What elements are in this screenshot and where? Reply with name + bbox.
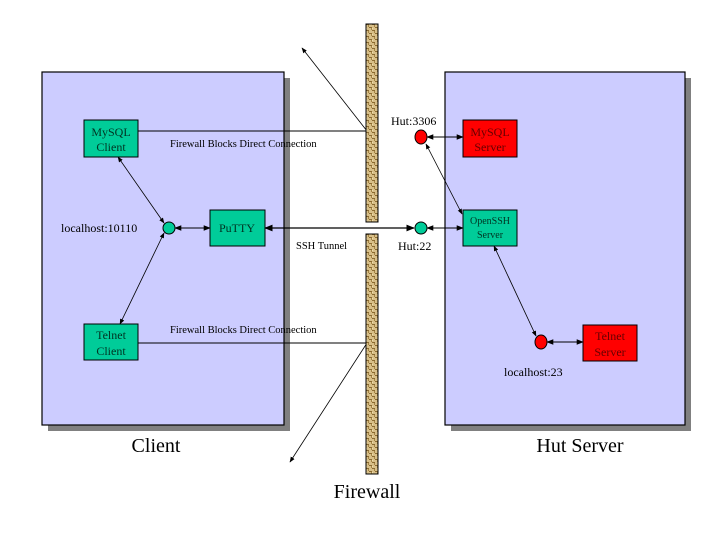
putty-box[interactable]: PuTTY	[209, 209, 266, 247]
firewall-bar-upper	[365, 23, 379, 223]
arrow-node-to-telnet-client	[119, 232, 165, 325]
openssh-server-label-line2: Server	[477, 230, 504, 241]
mysql-client-label-line2: Client	[96, 140, 126, 154]
client-title: Client	[132, 435, 181, 457]
hut-server-title: Hut Server	[536, 435, 624, 457]
mysql-server-label-line2: Server	[474, 140, 505, 154]
arrow-node-to-mysql-client	[117, 156, 165, 224]
localhost-23-node[interactable]	[534, 334, 548, 350]
deflected-arrow-bottom	[289, 342, 368, 463]
mysql-client-box[interactable]: MySQL Client	[83, 119, 139, 158]
blocked-connection-label-top: Firewall Blocks Direct Connection	[170, 139, 317, 150]
hut-22-label: Hut:22	[398, 239, 431, 253]
client-panel-body	[41, 71, 285, 426]
telnet-client-label-line2: Client	[96, 344, 126, 358]
mysql-server-label-line1: MySQL	[470, 125, 509, 139]
hut-22-node[interactable]	[414, 221, 428, 235]
telnet-server-box[interactable]: Telnet Server	[582, 324, 638, 362]
deflected-arrow-top	[301, 47, 368, 132]
openssh-server-box[interactable]: OpenSSH Server	[462, 209, 518, 247]
ssh-tunnel-label: SSH Tunnel	[296, 241, 347, 252]
mysql-server-box[interactable]: MySQL Server	[462, 119, 518, 158]
blocked-connection-label-bottom: Firewall Blocks Direct Connection	[170, 325, 317, 336]
arrow-openssh-to-3306	[425, 143, 463, 215]
firewall-bar-lower	[365, 233, 379, 475]
client-panel	[41, 71, 290, 431]
mysql-client-label-line1: MySQL	[91, 125, 130, 139]
localhost-23-label: localhost:23	[504, 365, 563, 379]
hut-3306-label: Hut:3306	[391, 114, 436, 128]
putty-label: PuTTY	[219, 221, 255, 235]
openssh-server-label-line1: OpenSSH	[470, 216, 510, 227]
telnet-client-box[interactable]: Telnet Client	[83, 323, 139, 361]
localhost-10110-node[interactable]	[162, 221, 176, 235]
hut-3306-node[interactable]	[414, 129, 428, 145]
firewall-title: Firewall	[334, 481, 401, 503]
telnet-client-label-line1: Telnet	[96, 328, 126, 342]
telnet-server-label-line2: Server	[594, 345, 625, 359]
arrow-openssh-to-localhost23	[493, 245, 537, 337]
localhost-10110-label: localhost:10110	[61, 221, 137, 235]
telnet-server-label-line1: Telnet	[595, 329, 625, 343]
